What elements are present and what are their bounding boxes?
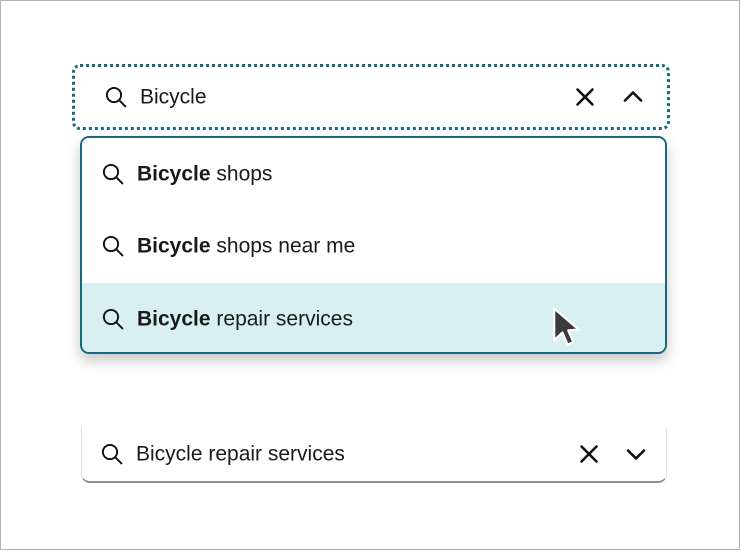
list-item-rest: shops — [210, 162, 273, 186]
list-item-match: Bicycle — [137, 162, 211, 186]
chevron-down-icon[interactable] — [622, 440, 650, 468]
list-item-label: Bicycle shops — [137, 164, 272, 185]
expanded-combobox[interactable]: Bicycle — [72, 64, 670, 130]
search-input-collapsed[interactable]: Bicycle repair services — [136, 442, 345, 466]
list-item-active[interactable]: Bicycle repair services — [82, 282, 665, 352]
close-icon[interactable] — [575, 440, 603, 468]
list-item-match: Bicycle — [137, 234, 211, 258]
canvas: Bicycle — [9, 9, 733, 543]
list-item-rest: repair services — [210, 307, 353, 331]
list-item-label: Bicycle shops near me — [137, 236, 355, 257]
suggestion-listbox: Bicycle shops Bicycle shops near me — [80, 136, 667, 354]
close-icon[interactable] — [571, 83, 599, 111]
chevron-up-icon[interactable] — [619, 83, 647, 111]
collapsed-combobox[interactable]: Bicycle repair services — [81, 427, 667, 483]
list-item[interactable]: Bicycle shops — [82, 138, 665, 211]
search-icon — [101, 162, 125, 186]
list-item-label: Bicycle repair services — [137, 308, 353, 329]
list-item-rest: shops near me — [210, 234, 356, 258]
search-input[interactable]: Bicycle — [140, 85, 207, 109]
search-icon — [100, 442, 124, 466]
list-item-match: Bicycle — [137, 307, 211, 331]
search-icon — [101, 234, 125, 258]
search-icon — [101, 307, 125, 331]
list-item[interactable]: Bicycle shops near me — [82, 210, 665, 283]
search-icon — [104, 85, 128, 109]
expanded-combobox-inner: Bicycle — [77, 69, 665, 125]
